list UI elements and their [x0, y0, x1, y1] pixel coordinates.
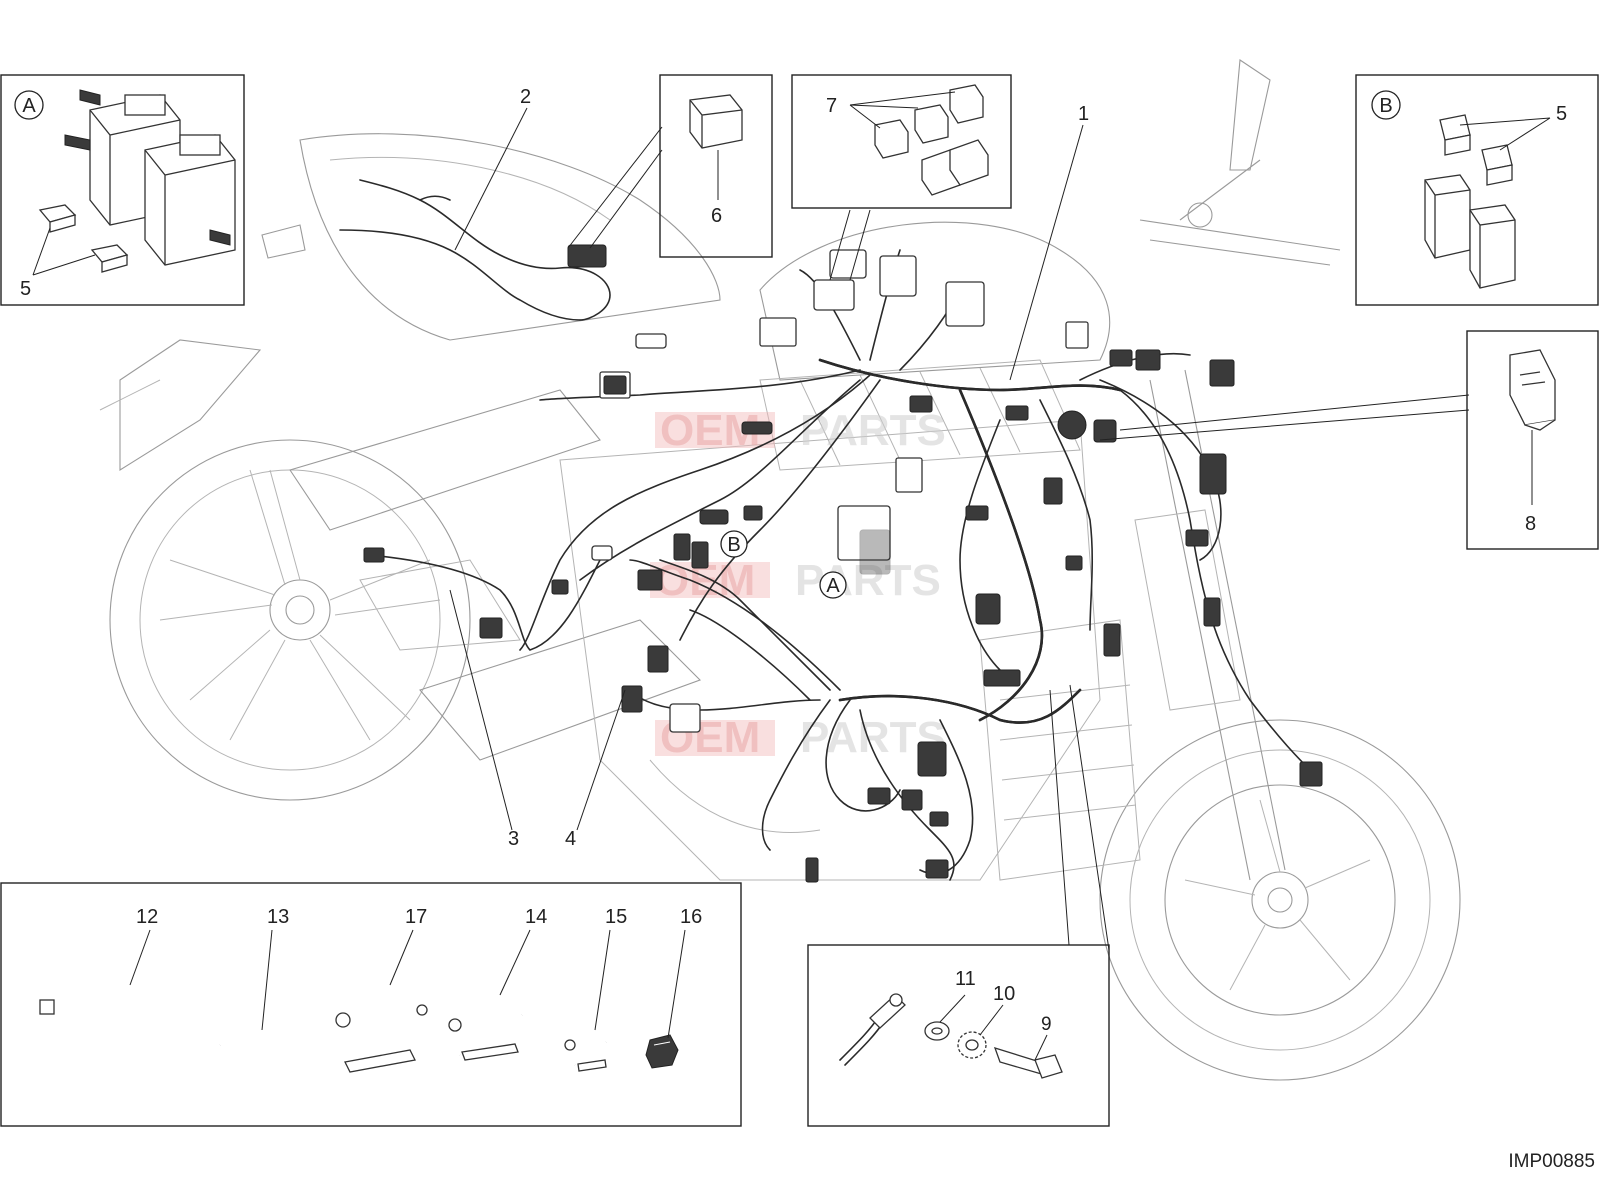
fuse-icon [1439, 114, 1513, 186]
detail-ref-b-marker [720, 530, 748, 558]
detail-box-7: 7 [791, 74, 1012, 281]
detail-ref-a-on-bike: A [826, 575, 840, 597]
callout-3: 3 [508, 828, 519, 850]
connector-6-icon [689, 94, 743, 149]
main-callouts: 1 2 3 4 B A [449, 86, 1089, 850]
detail-box-b: B 5 [1355, 74, 1599, 306]
connectors-group [363, 244, 1323, 883]
watermark-parts-2: PARTS [795, 556, 941, 605]
motorcycle-outline [99, 59, 1461, 1081]
callout-7: 7 [826, 95, 837, 117]
diagram-code: IMP00885 [1508, 1151, 1595, 1172]
callout-16: 16 [680, 906, 702, 928]
callout-17: 17 [405, 906, 427, 928]
clip-17-icon [335, 980, 428, 1073]
relay-7-icons [874, 84, 989, 196]
callout-13: 13 [267, 906, 289, 928]
callout-8: 8 [1525, 513, 1536, 535]
relay-connector-6-on-harness [567, 244, 607, 268]
rear-wheel [109, 439, 471, 801]
callout-1: 1 [1078, 103, 1089, 125]
fuse-holder-icons [1424, 174, 1516, 289]
callout-12: 12 [136, 906, 158, 928]
detail-box-a: A 5 [0, 74, 245, 306]
fuse-box-a-illustration [64, 89, 236, 266]
clip-15-icon [564, 1025, 610, 1072]
connector-8-icon [1509, 349, 1556, 431]
callout-2: 2 [520, 86, 531, 108]
detail-box-6: 6 [567, 74, 773, 258]
callout-14: 14 [525, 906, 547, 928]
detail-ref-b-label: B [1379, 95, 1392, 117]
callout-4: 4 [565, 828, 576, 850]
clip-14-icon [448, 991, 527, 1061]
cable-tie-13-icon [218, 1024, 280, 1096]
ground-cable-icon [839, 993, 1063, 1079]
callout-5-left: 5 [20, 278, 31, 300]
cable-tie-12-icon [39, 965, 160, 1091]
clip-16-icon [645, 1034, 679, 1069]
fuse-icon [38, 204, 129, 273]
callout-10: 10 [993, 983, 1015, 1005]
front-wheel [1099, 719, 1461, 1081]
detail-ref-a-label: A [22, 95, 36, 117]
detail-box-ties: 12 13 17 14 15 [0, 882, 742, 1127]
callout-6: 6 [711, 205, 722, 227]
callout-15: 15 [605, 906, 627, 928]
watermark-parts-1: PARTS [800, 406, 946, 455]
callout-11: 11 [955, 968, 976, 990]
detail-box-ground: 11 10 9 [807, 684, 1110, 1127]
detail-ref-b-on-bike: B [727, 534, 740, 556]
detail-ref-a-marker [819, 571, 847, 599]
callout-9: 9 [1041, 1014, 1052, 1035]
callout-5-right: 5 [1556, 103, 1567, 125]
detail-box-8: 8 [1099, 330, 1599, 550]
